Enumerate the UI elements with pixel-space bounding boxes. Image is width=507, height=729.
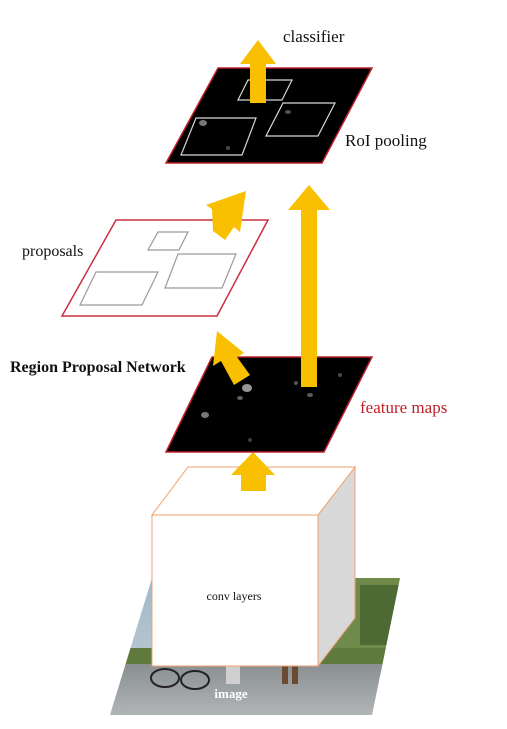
classifier-label: classifier	[283, 27, 345, 46]
proposals-plane	[60, 219, 270, 317]
arrow-feature-to-roi	[288, 185, 330, 387]
conv-layers-label: conv layers	[207, 589, 262, 603]
image-label: image	[214, 686, 247, 701]
roi-box	[265, 102, 336, 137]
roi-pooling-label: RoI pooling	[345, 131, 427, 150]
roi-pooling-plane	[164, 67, 374, 164]
proposal-box	[146, 231, 189, 251]
conv-box-front	[151, 514, 319, 667]
conv-layers-box: conv layers	[151, 465, 357, 668]
arrow-conv-to-feature	[231, 452, 275, 491]
arrow-proposals-to-roi	[206, 191, 246, 240]
feature-maps-plane	[164, 356, 374, 453]
proposals-label: proposals	[22, 243, 83, 260]
feature-maps-label: feature maps	[360, 398, 447, 417]
arrow-feature-to-proposals	[213, 331, 250, 385]
roi-box	[180, 117, 257, 156]
roi-box	[237, 79, 293, 101]
rpn-label: Region Proposal Network	[10, 359, 186, 376]
arrow-roi-to-classifier	[240, 40, 276, 103]
proposal-box	[164, 253, 237, 289]
proposal-box	[79, 271, 159, 306]
